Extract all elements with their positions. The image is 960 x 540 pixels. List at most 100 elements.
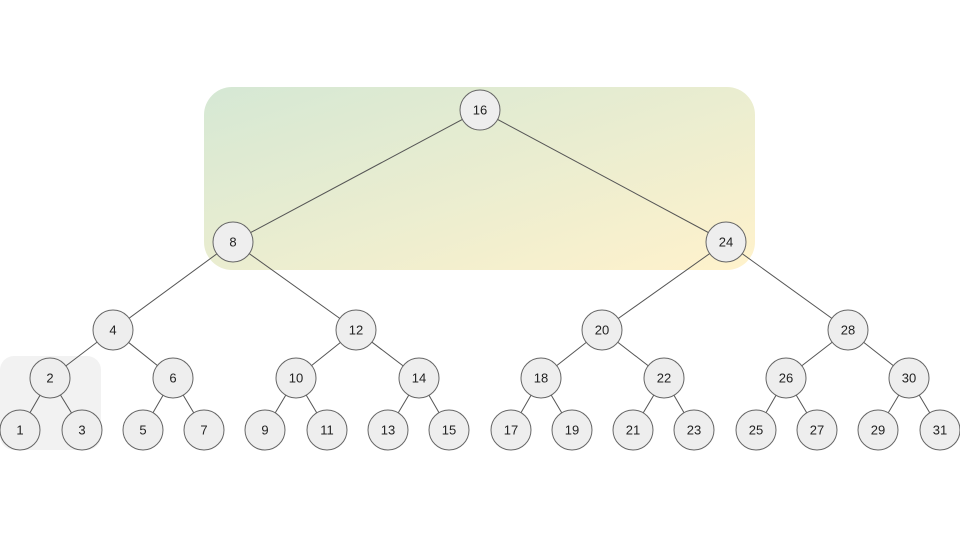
tree-node-15: 15 (428, 409, 470, 451)
node-label: 30 (902, 371, 916, 386)
node-circle (643, 357, 685, 399)
edge-24-28 (725, 241, 849, 331)
node-label: 23 (687, 423, 701, 438)
node-label: 22 (657, 371, 671, 386)
node-circle (152, 357, 194, 399)
edge-16-8 (232, 109, 481, 243)
tree-node-3: 3 (61, 409, 103, 451)
node-circle (520, 357, 562, 399)
node-circle (581, 309, 623, 351)
node-label: 16 (473, 103, 487, 118)
tree-node-10: 10 (275, 357, 317, 399)
node-label: 1 (16, 423, 23, 438)
node-label: 6 (169, 371, 176, 386)
node-circle (673, 409, 715, 451)
node-circle (428, 409, 470, 451)
tree-node-5: 5 (122, 409, 164, 451)
node-label: 26 (779, 371, 793, 386)
node-label: 2 (46, 371, 53, 386)
node-circle (29, 357, 71, 399)
edge-8-4 (112, 241, 234, 331)
tree-node-28: 28 (827, 309, 869, 351)
tree-node-23: 23 (673, 409, 715, 451)
tree-node-27: 27 (796, 409, 838, 451)
tree-node-13: 13 (367, 409, 409, 451)
tree-node-6: 6 (152, 357, 194, 399)
node-circle (919, 409, 960, 451)
tree-node-21: 21 (612, 409, 654, 451)
node-label: 4 (109, 323, 116, 338)
top-levels-highlight (204, 87, 755, 270)
node-circle (122, 409, 164, 451)
tree-node-24: 24 (705, 221, 747, 263)
node-label: 10 (289, 371, 303, 386)
node-circle (61, 409, 103, 451)
node-label: 7 (200, 423, 207, 438)
node-circle (705, 221, 747, 263)
node-label: 27 (810, 423, 824, 438)
tree-node-7: 7 (183, 409, 225, 451)
node-label: 31 (933, 423, 947, 438)
node-label: 18 (534, 371, 548, 386)
node-circle (857, 409, 899, 451)
node-label: 9 (261, 423, 268, 438)
edge-8-12 (232, 241, 357, 331)
node-label: 12 (349, 323, 363, 338)
node-circle (765, 357, 807, 399)
node-circle (306, 409, 348, 451)
node-label: 20 (595, 323, 609, 338)
tree-node-2: 2 (29, 357, 71, 399)
tree-node-12: 12 (335, 309, 377, 351)
tree-node-17: 17 (490, 409, 532, 451)
tree-node-31: 31 (919, 409, 960, 451)
node-label: 17 (504, 423, 518, 438)
node-label: 11 (320, 423, 334, 438)
node-label: 5 (139, 423, 146, 438)
node-circle (827, 309, 869, 351)
node-circle (612, 409, 654, 451)
node-circle (244, 409, 286, 451)
tree-node-1: 1 (0, 409, 41, 451)
node-circle (0, 409, 41, 451)
tree-node-8: 8 (212, 221, 254, 263)
node-label: 21 (626, 423, 640, 438)
node-circle (398, 357, 440, 399)
node-circle (275, 357, 317, 399)
tree-node-26: 26 (765, 357, 807, 399)
node-circle (367, 409, 409, 451)
edge-16-24 (479, 109, 727, 243)
tree-node-22: 22 (643, 357, 685, 399)
node-label: 8 (229, 235, 236, 250)
node-label: 19 (565, 423, 579, 438)
tree-node-25: 25 (735, 409, 777, 451)
node-circle (212, 221, 254, 263)
node-circle (551, 409, 593, 451)
node-label: 13 (381, 423, 395, 438)
node-label: 15 (442, 423, 456, 438)
node-label: 14 (412, 371, 426, 386)
tree-node-14: 14 (398, 357, 440, 399)
node-label: 3 (78, 423, 85, 438)
node-circle (735, 409, 777, 451)
tree-node-18: 18 (520, 357, 562, 399)
tree-node-19: 19 (551, 409, 593, 451)
node-label: 28 (841, 323, 855, 338)
node-circle (796, 409, 838, 451)
tree-node-11: 11 (306, 409, 348, 451)
node-circle (490, 409, 532, 451)
node-label: 29 (871, 423, 885, 438)
node-label: 24 (719, 235, 733, 250)
node-circle (92, 309, 134, 351)
edge-24-20 (601, 241, 727, 331)
tree-node-30: 30 (888, 357, 930, 399)
node-label: 25 (749, 423, 763, 438)
tree-node-9: 9 (244, 409, 286, 451)
tree-node-20: 20 (581, 309, 623, 351)
node-circle (459, 89, 501, 131)
node-circle (335, 309, 377, 351)
node-circle (183, 409, 225, 451)
tree-node-4: 4 (92, 309, 134, 351)
tree-node-29: 29 (857, 409, 899, 451)
